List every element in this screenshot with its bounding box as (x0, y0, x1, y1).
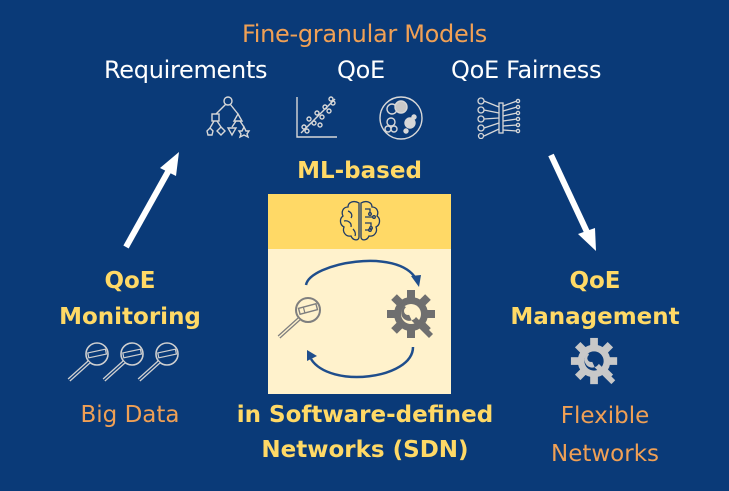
diagram-title: Fine-granular Models (241, 20, 488, 48)
flexible-networks-line2: Networks (550, 441, 659, 467)
cycle-arrow-top (304, 259, 418, 286)
arrow-models-to-management (548, 153, 596, 251)
neural-network-icon (477, 97, 521, 139)
magnifier-icon (277, 297, 321, 339)
sdn-caption-line1: in Software-defined (236, 402, 494, 428)
cluster-icon (379, 96, 423, 140)
qoe-monitoring-line1: QoE (104, 268, 156, 294)
gear-wrench-icon (570, 337, 618, 385)
flexible-networks-line1: Flexible (560, 403, 650, 429)
model-label-requirements: Requirements (104, 56, 268, 84)
ml-based-title: ML-based (297, 158, 422, 184)
qoe-monitoring-line2: Monitoring (59, 304, 201, 330)
brain-icon (339, 200, 381, 241)
gear-wrench-icon (387, 290, 435, 338)
qoe-monitoring-title: QoE Monitoring (40, 263, 220, 335)
big-data-label: Big Data (80, 402, 180, 428)
sdn-caption-line2: Networks (SDN) (261, 437, 469, 463)
arrow-monitoring-to-models (123, 152, 179, 249)
model-label-qoe: QoE (337, 56, 385, 84)
flexible-networks-label: Flexible Networks (510, 397, 700, 473)
decision-tree-icon (206, 96, 251, 139)
qoe-management-line1: QoE (569, 268, 621, 294)
cycle-arrow-bottom (309, 346, 415, 379)
scatter-plot-icon (296, 96, 337, 138)
model-label-qoe-fairness: QoE Fairness (451, 56, 602, 84)
qoe-management-title: QoE Management (500, 263, 690, 335)
ml-cycle (304, 259, 421, 379)
qoe-management-line2: Management (510, 304, 680, 330)
magnifiers-icon (67, 342, 179, 382)
sdn-caption: in Software-defined Networks (SDN) (210, 398, 520, 468)
